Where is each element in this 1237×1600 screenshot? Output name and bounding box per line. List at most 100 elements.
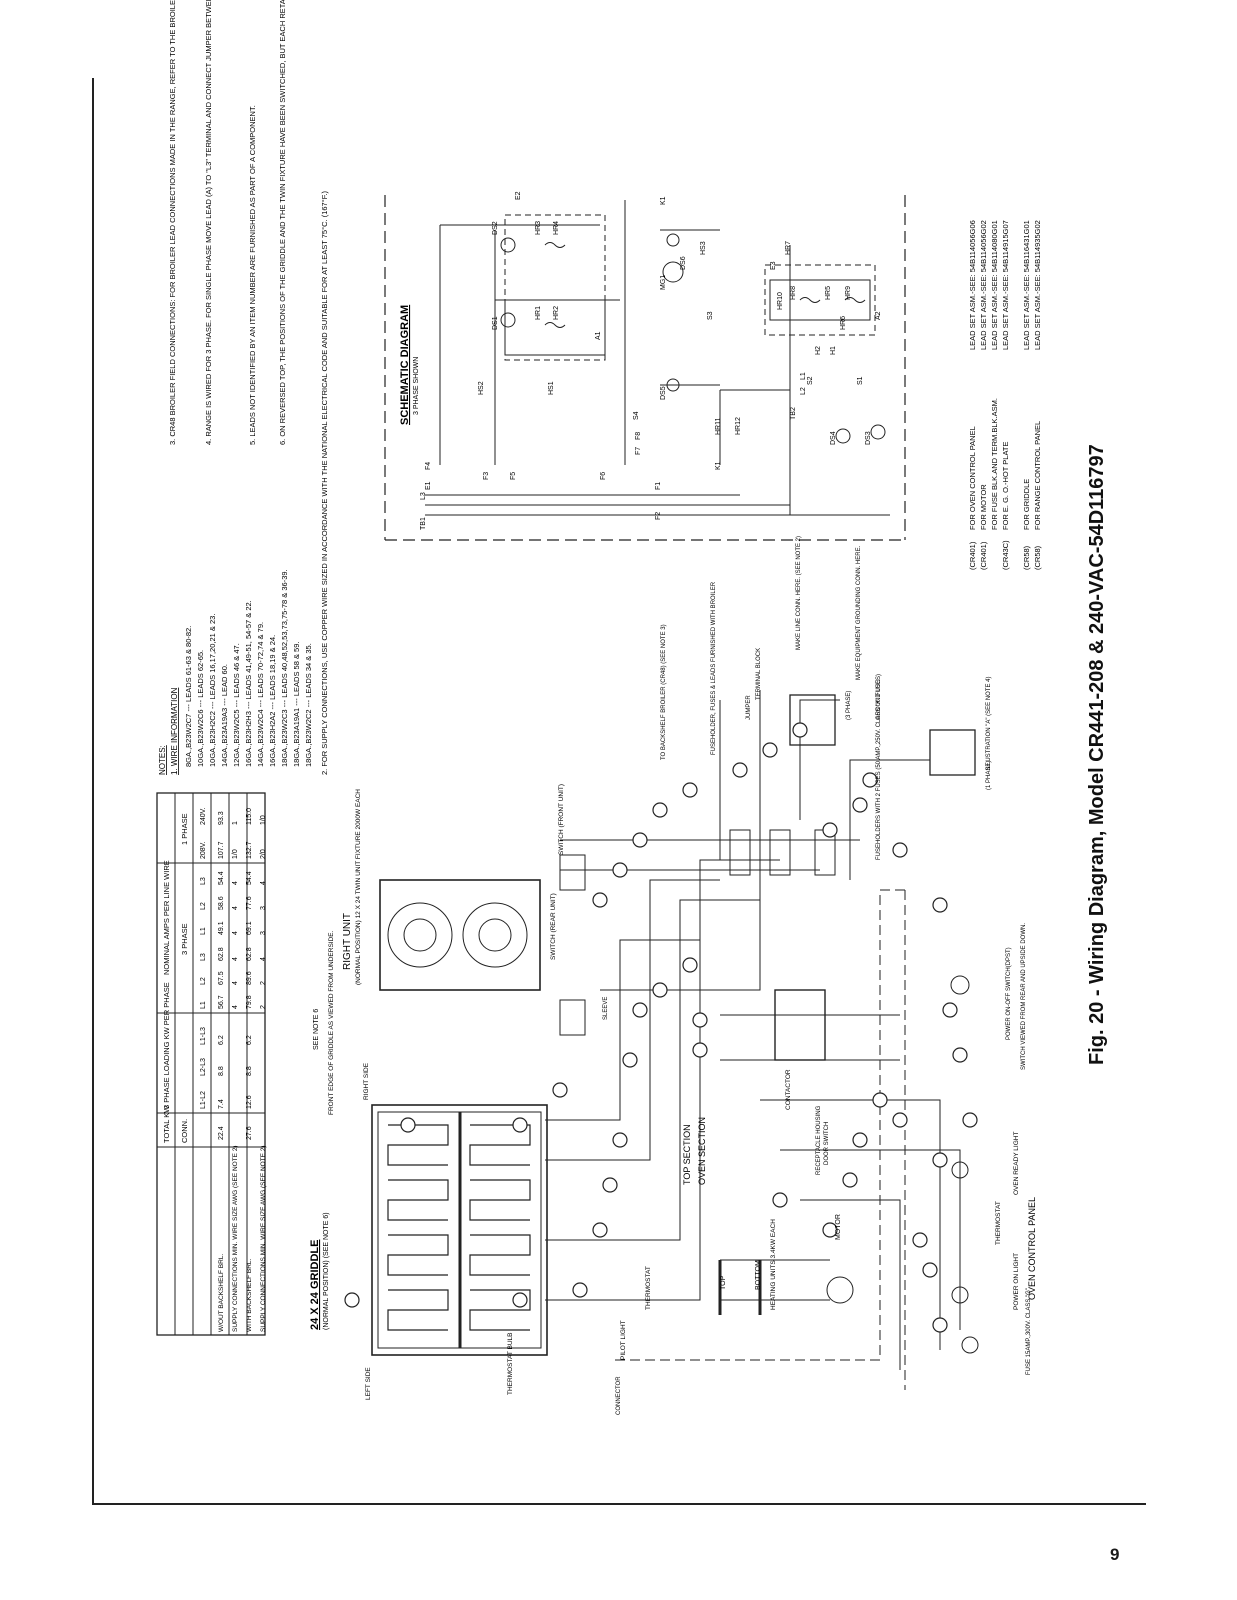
schematic-label: HR11	[715, 418, 722, 435]
wiring-label-switch-viewed: SWITCH VIEWED FROM REAR AND UPSIDE DOWN.	[1021, 923, 1027, 1070]
wiring-label-top: TOP	[720, 1275, 727, 1290]
table-cell: 7.4	[218, 1099, 225, 1109]
lead-number-marker	[852, 1132, 868, 1148]
wire-info-line: 12GA.,B23W2C5 --- LEADS 46 & 47.	[232, 643, 241, 767]
schematic-label: F2	[655, 512, 662, 520]
part-code: (CR58)	[1022, 545, 1031, 570]
table-header-1-phase: 1 PHASE	[180, 813, 189, 845]
figure-caption: Fig. 20 - Wiring Diagram, Model CR441-20…	[1086, 444, 1108, 1065]
griddle-outline	[371, 1104, 548, 1356]
lead-number-marker	[612, 862, 628, 878]
part-desc: FOR GRIDDLE	[1022, 479, 1031, 530]
table-cell: 1	[232, 821, 239, 825]
part-desc: FOR MOTOR	[979, 484, 988, 530]
lead-number-marker	[932, 1317, 948, 1333]
schematic-label: L2	[800, 387, 807, 395]
table-col-header: L2	[200, 977, 207, 985]
schematic-label: F7	[635, 447, 642, 455]
table-cell: 4	[232, 906, 239, 910]
table-col-header: L1-L2	[200, 1091, 207, 1109]
lead-number-marker	[922, 1262, 938, 1278]
wiring-diagram: 24 X 24 GRIDDLE(NORMAL POSITION) (SEE NO…	[309, 536, 1037, 1415]
lead-number-marker	[952, 1047, 968, 1063]
schematic-label: S3	[707, 311, 714, 320]
schematic-label: HR9	[845, 286, 852, 300]
table-cell: 132.7	[246, 841, 253, 859]
wiring-label-one-phase: (1 PHASE)	[986, 761, 992, 790]
table-cell: 69.1	[246, 921, 253, 935]
table-col-header: L3	[200, 877, 207, 885]
lead-number-marker	[572, 1282, 588, 1298]
wiring-label-ground-lug: GROUND LUG	[876, 679, 882, 720]
schematic-label: HR12	[735, 417, 742, 435]
schematic-label: L3	[420, 492, 427, 500]
table-cell: 4	[232, 1005, 239, 1009]
wiring-label-three-phase: (3 PHASE)	[846, 691, 852, 720]
schematic-label: HR5	[825, 286, 832, 300]
wiring-label-fuseholders: FUSEHOLDERS WITH 2 FUSES (50 AMP.,250V. …	[876, 674, 882, 860]
schematic-label: HR8	[790, 286, 797, 300]
wiring-label-right-side: RIGHT SIDE	[363, 1062, 370, 1100]
wiring-label-switch-front: SWITCH (FRONT UNIT)	[558, 784, 565, 855]
table-cell: 8.8	[218, 1066, 225, 1076]
table-cell: 79.8	[246, 995, 253, 1009]
lead-number-marker	[772, 1192, 788, 1208]
schematic-label: E3	[770, 261, 777, 270]
right-unit-outline	[379, 879, 541, 991]
lead-number-marker	[872, 1092, 888, 1108]
lead-number-marker	[892, 842, 908, 858]
wiring-label-backshelf: TO BACKSHELF BROILER (CR48) (SEE NOTE 3)	[661, 624, 667, 760]
lead-number-marker	[612, 1132, 628, 1148]
table-col-header: 208V.	[200, 841, 207, 859]
wiring-label-fuseholder-note: FUSEHOLDER, FUSES & LEADS FURNISHED WITH…	[711, 581, 717, 755]
table-cell: 115.0	[246, 808, 253, 825]
schematic-label: F4	[425, 462, 432, 470]
schematic-label: DS4	[830, 431, 837, 445]
note-6: 6. ON REVERSED TOP, THE POSITIONS OF THE…	[278, 0, 287, 445]
table-cell: 6.2	[218, 1035, 225, 1045]
schematic-label: F5	[510, 472, 517, 480]
table-row-label: WITH BACKSHELF BRL.	[246, 1258, 253, 1332]
schematic-label: K1	[660, 196, 667, 205]
schematic-label: S1	[857, 376, 864, 385]
table-cell: 77.6	[246, 896, 253, 910]
schematic-label: HR1	[535, 306, 542, 320]
schematic-label: HR3	[535, 221, 542, 235]
lead-number-marker	[692, 1042, 708, 1058]
lead-number-marker	[592, 1222, 608, 1238]
lead-number-marker	[512, 1292, 528, 1308]
table-header-3ph-loading: 3 PHASE LOADING KW PER PHASE	[162, 982, 171, 1109]
schematic-label: K1	[715, 461, 722, 470]
table-cell: 2	[260, 1005, 267, 1009]
wiring-label-oven-ready: OVEN READY LIGHT	[1013, 1132, 1020, 1195]
griddle-heating-element	[387, 1234, 531, 1276]
notes-block: NOTES: 1. WIRE INFORMATION 8GA.,B23W2C7 …	[158, 190, 329, 775]
wire-info-line: 18GA.,B23W2C3 --- LEADS 40,48,52,53,73,7…	[280, 569, 289, 767]
lead-number-marker	[682, 957, 698, 973]
lead-number-marker	[622, 1052, 638, 1068]
table-col-header: L1	[200, 1001, 207, 1009]
wiring-label-jumper: JUMPER	[746, 695, 752, 720]
table-cell: 49.1	[218, 921, 225, 935]
wiring-label-pilot-light: PILOT LIGHT	[620, 1320, 627, 1360]
wiring-label-equip-ground: MAKE EQUIPMENT GROUNDING CONN. HERE.	[856, 545, 862, 680]
part-ref: LEAD SET ASM.-SEE: 54B114056G06	[968, 220, 977, 350]
wiring-label-top-section: TOP SECTION	[682, 1124, 692, 1185]
schematic-label: F6	[600, 472, 607, 480]
schematic-label: HS3	[700, 241, 707, 255]
lead-number-marker	[602, 1177, 618, 1193]
table-col-header: L2-L3	[200, 1058, 207, 1076]
wiring-label-connector: CONNECTOR	[616, 1376, 622, 1415]
schematic-label: TB1	[420, 517, 427, 530]
lead-number-marker	[912, 1232, 928, 1248]
schematic-label: F8	[635, 432, 642, 440]
notes-block-right: 3. CR48 BROILER FIELD CONNECTIONS: FOR B…	[168, 0, 287, 445]
schematic-label: F1	[655, 482, 662, 490]
griddle-heating-element	[387, 1179, 531, 1221]
schematic-label: DS1	[492, 316, 499, 330]
part-ref: LEAD SET ASM.-SEE: 54B114915G07	[1001, 220, 1010, 350]
table-cell: 4	[232, 981, 239, 985]
part-desc: FOR OVEN CONTROL PANEL	[968, 426, 977, 530]
table-cell: 54.4	[246, 871, 253, 885]
table-header-total-kw: TOTAL KW	[162, 1105, 171, 1143]
